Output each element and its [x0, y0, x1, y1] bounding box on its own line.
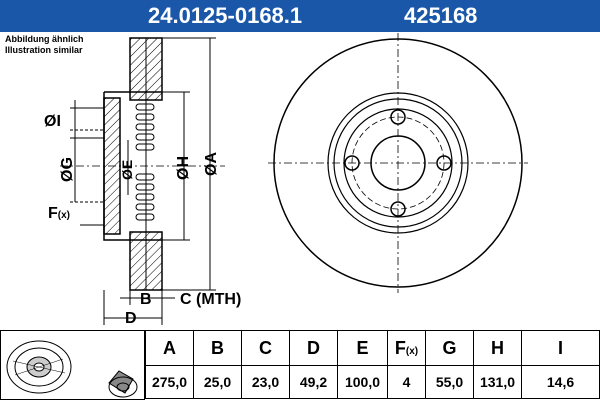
spec-header: B	[193, 330, 242, 366]
label-b: B	[140, 291, 152, 308]
spec-header: F(x)	[387, 330, 426, 366]
spec-value-row: 275,0 25,0 23,0 49,2 100,0 4 55,0 131,0 …	[145, 365, 600, 399]
part-number: 24.0125-0168.1	[148, 3, 303, 28]
spec-value: 49,2	[289, 365, 338, 399]
label-c: C (MTH)	[180, 291, 241, 308]
label-i: ØI	[44, 113, 61, 130]
spec-header: I	[521, 330, 600, 366]
header-bar: 24.0125-0168.1 425168	[0, 0, 600, 32]
label-d: D	[125, 310, 137, 327]
spec-value: 275,0	[145, 365, 194, 399]
spec-value: 23,0	[241, 365, 290, 399]
spec-value: 4	[387, 365, 426, 399]
spec-value: 131,0	[473, 365, 522, 399]
label-e: ØE	[119, 160, 135, 180]
technical-drawing: ØI ØG ØE ØH ØA F(x) B C (MTH) D	[44, 33, 528, 327]
spec-table-area: A B C D E F(x) G H I 275,0 25,0 23,0 49,…	[0, 330, 600, 400]
label-f: F(x)	[48, 205, 70, 222]
note-line-2: Illustration similar	[5, 45, 83, 55]
reference-number: 425168	[404, 3, 478, 28]
dimension-lines	[70, 37, 216, 325]
spec-header: G	[425, 330, 474, 366]
spec-header: C	[241, 330, 290, 366]
spec-header-row: A B C D E F(x) G H I	[145, 330, 600, 366]
spec-value: 100,0	[337, 365, 388, 399]
spec-header: D	[289, 330, 338, 366]
spec-header: A	[145, 330, 194, 366]
spec-header: E	[337, 330, 388, 366]
label-a: ØA	[203, 152, 220, 176]
cross-section-view	[60, 37, 225, 325]
spec-value: 25,0	[193, 365, 242, 399]
note-line-1: Abbildung ähnlich	[5, 34, 84, 44]
cooling-vents	[135, 103, 155, 221]
label-h: ØH	[175, 156, 192, 180]
spec-header: H	[473, 330, 522, 366]
front-view	[268, 33, 528, 293]
spec-value: 55,0	[425, 365, 474, 399]
label-g: ØG	[59, 157, 76, 182]
spec-value: 14,6	[521, 365, 600, 399]
spec-table: A B C D E F(x) G H I 275,0 25,0 23,0 49,…	[145, 330, 600, 399]
